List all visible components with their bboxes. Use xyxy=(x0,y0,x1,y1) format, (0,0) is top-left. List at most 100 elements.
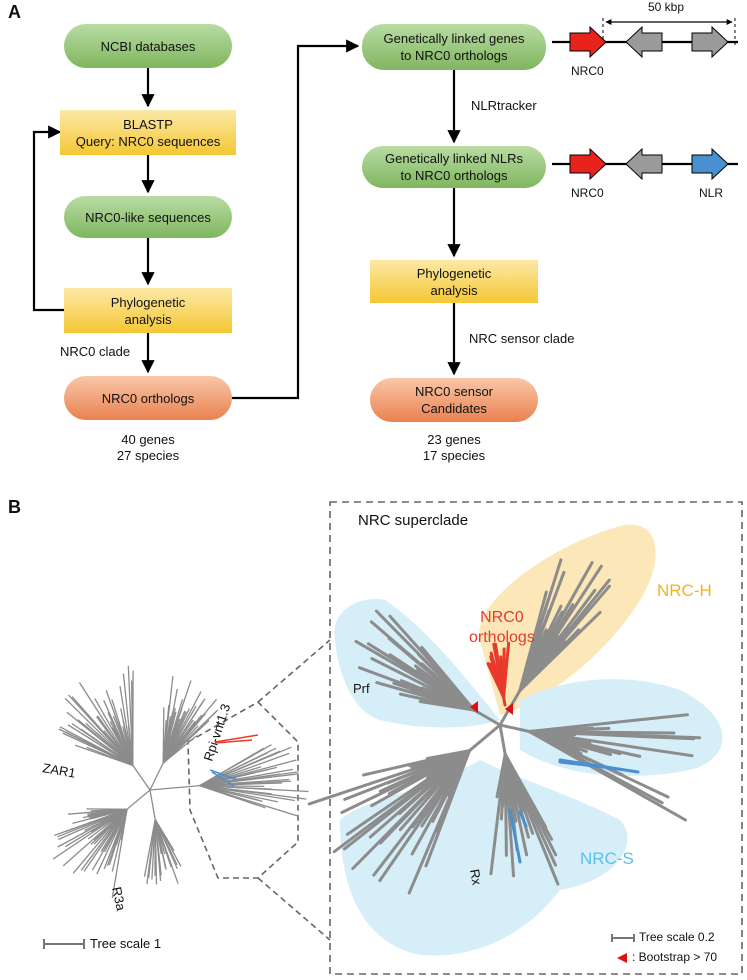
lower-s-branch-leaf xyxy=(351,749,471,870)
nrc0-orthologs-label: NRC0 orthologs xyxy=(101,390,195,406)
ncbi-databases-label: NCBI databases xyxy=(100,38,196,54)
overview-tree-branches xyxy=(52,665,309,899)
nrc0-gene-arrow-top xyxy=(569,25,607,59)
rx-label: Rx xyxy=(467,868,485,887)
overview-branch-leaf xyxy=(199,784,266,809)
overview-branch-leaf xyxy=(119,686,134,766)
linked-genes-label-2: to NRC0 orthologs xyxy=(400,48,508,63)
right-s-branch-trunk xyxy=(498,723,531,733)
nrc0-like-node: NRC0-like sequences xyxy=(64,196,232,238)
overview-branch-leaf xyxy=(64,697,134,766)
overview-sensor-branch xyxy=(211,771,235,787)
phylo-left-label-2: analysis xyxy=(124,311,172,327)
overview-nrc0-branches xyxy=(214,734,259,744)
panel-a-letter: A xyxy=(8,2,21,22)
bootstrap-marker-1 xyxy=(470,701,478,713)
nrc-h-branch-leaf xyxy=(518,610,602,692)
blastp-node: BLASTP Query: NRC0 sequences xyxy=(60,110,236,155)
overview-branch-leaf xyxy=(143,819,156,877)
sensor-branch xyxy=(508,808,522,864)
upper-s-branch-leaf xyxy=(420,645,476,712)
overview-branch-leaf xyxy=(78,682,134,766)
left-count-species: 27 species xyxy=(116,448,180,463)
overview-branch-leaf xyxy=(62,808,128,867)
overview-nrc0-branch xyxy=(214,734,259,743)
overview-branch-leaf xyxy=(199,766,278,787)
nrc0-gene-arrow-bottom xyxy=(569,147,607,181)
phylo-left-label-1: Phylogenetic xyxy=(110,294,186,310)
upper-s-branch-trunk xyxy=(472,708,502,727)
overview-branch-leaf xyxy=(199,746,292,787)
overview-branch-leaf xyxy=(199,747,277,787)
right-count: 23 genes 17 species xyxy=(394,432,514,464)
right-count-species: 17 species xyxy=(422,448,486,463)
nrc0-branch-leaf xyxy=(502,641,511,699)
overview-branch-leaf xyxy=(199,773,299,787)
overview-branch-leaf xyxy=(54,808,128,837)
nrc-s-right-area xyxy=(520,679,723,776)
sensor-candidates-node: NRC0 sensor Candidates xyxy=(370,378,538,422)
overview-branch-trunk xyxy=(149,762,164,791)
overview-branch-leaf xyxy=(199,744,272,787)
blastp-label: BLASTP xyxy=(123,116,173,132)
other-gene-arrow-bottom xyxy=(625,147,663,181)
linked-genes-node: Genetically linked genes to NRC0 ortholo… xyxy=(362,24,546,70)
zoom-nrc0-branches xyxy=(486,641,511,707)
blastp-query-label: Query: NRC0 sequences xyxy=(75,133,221,149)
phylo-right-label-2: analysis xyxy=(430,282,478,298)
linked-nlrs-node: Genetically linked NLRs to NRC0 ortholog… xyxy=(362,146,546,188)
linked-nlrs-label-2: to NRC0 orthologs xyxy=(400,168,508,183)
overview-branch-leaf xyxy=(199,784,295,802)
linked-nlrs-label-1: Genetically linked NLRs xyxy=(384,151,523,166)
superclade-zoom-box xyxy=(329,501,743,975)
gene-cluster-diagram xyxy=(552,18,738,181)
sensor-candidates-label-1: NRC0 sensor xyxy=(414,384,494,399)
ncbi-databases-node: NCBI databases xyxy=(64,24,232,68)
overview-branch-trunk xyxy=(132,765,151,791)
phylo-right-label-1: Phylogenetic xyxy=(416,265,492,281)
overview-branch-leaf xyxy=(199,752,290,787)
sensor-candidates-label-2: Candidates xyxy=(421,401,487,416)
phylo-right-node: Phylogenetic analysis xyxy=(370,260,538,303)
zoom-tree-branches xyxy=(307,558,702,895)
overview-nrc0-branch xyxy=(214,739,253,744)
overview-branch-trunk xyxy=(126,789,151,810)
linked-genes-label-1: Genetically linked genes xyxy=(383,31,525,46)
bootstrap-legend-label: : Bootstrap > 70 xyxy=(632,950,718,964)
bottom-s-branch-leaf xyxy=(495,753,507,799)
lower-s-branch-leaf xyxy=(372,749,471,877)
right-s-branch-leaf xyxy=(527,730,687,822)
phylo-left-node: Phylogenetic analysis xyxy=(64,288,232,333)
zoom-sensor-branches xyxy=(508,758,640,864)
nrc0-like-label: NRC0-like sequences xyxy=(85,209,211,225)
nlrtracker-label: NLRtracker xyxy=(471,98,537,113)
nrc0-orthologs-node: NRC0 orthologs xyxy=(64,376,232,420)
distance-label: 50 kbp xyxy=(648,0,685,14)
other-gene-arrow-top-1 xyxy=(625,25,663,59)
nrc0-gene-label-bottom: NRC0 xyxy=(571,186,604,200)
bottom-s-branch-trunk xyxy=(498,723,507,756)
nrc0-clade-label: NRC0 clade xyxy=(60,344,131,359)
bootstrap-legend-marker xyxy=(617,953,627,963)
r3a-label: R3a xyxy=(109,886,129,913)
overview-sensor-branch xyxy=(209,769,239,781)
sensor-clade-label: NRC sensor clade xyxy=(469,331,575,346)
prf-label: Prf xyxy=(353,681,370,696)
overview-branch-leaf xyxy=(103,809,128,870)
nrc-s-label: NRC-S xyxy=(580,849,634,868)
overview-sensor-branches xyxy=(209,769,239,787)
nrc0-gene-label-top: NRC0 xyxy=(571,64,604,78)
zoom-scale-label: Tree scale 0.2 xyxy=(639,930,715,944)
overview-branch-leaf xyxy=(199,784,309,793)
overview-highlight-box xyxy=(187,701,299,879)
superclade-title: NRC superclade xyxy=(358,512,469,529)
overview-branch-trunk xyxy=(149,789,156,820)
sensor-branch xyxy=(558,760,614,770)
other-gene-arrow-top-2 xyxy=(691,25,729,59)
left-count: 40 genes 27 species xyxy=(88,432,208,464)
left-count-genes: 40 genes xyxy=(121,432,175,447)
nrc0-orthologs-line2: orthologs xyxy=(469,629,535,646)
nlr-gene-label: NLR xyxy=(699,186,724,200)
overview-branch-leaf xyxy=(154,819,178,870)
sensor-branch xyxy=(518,810,528,828)
